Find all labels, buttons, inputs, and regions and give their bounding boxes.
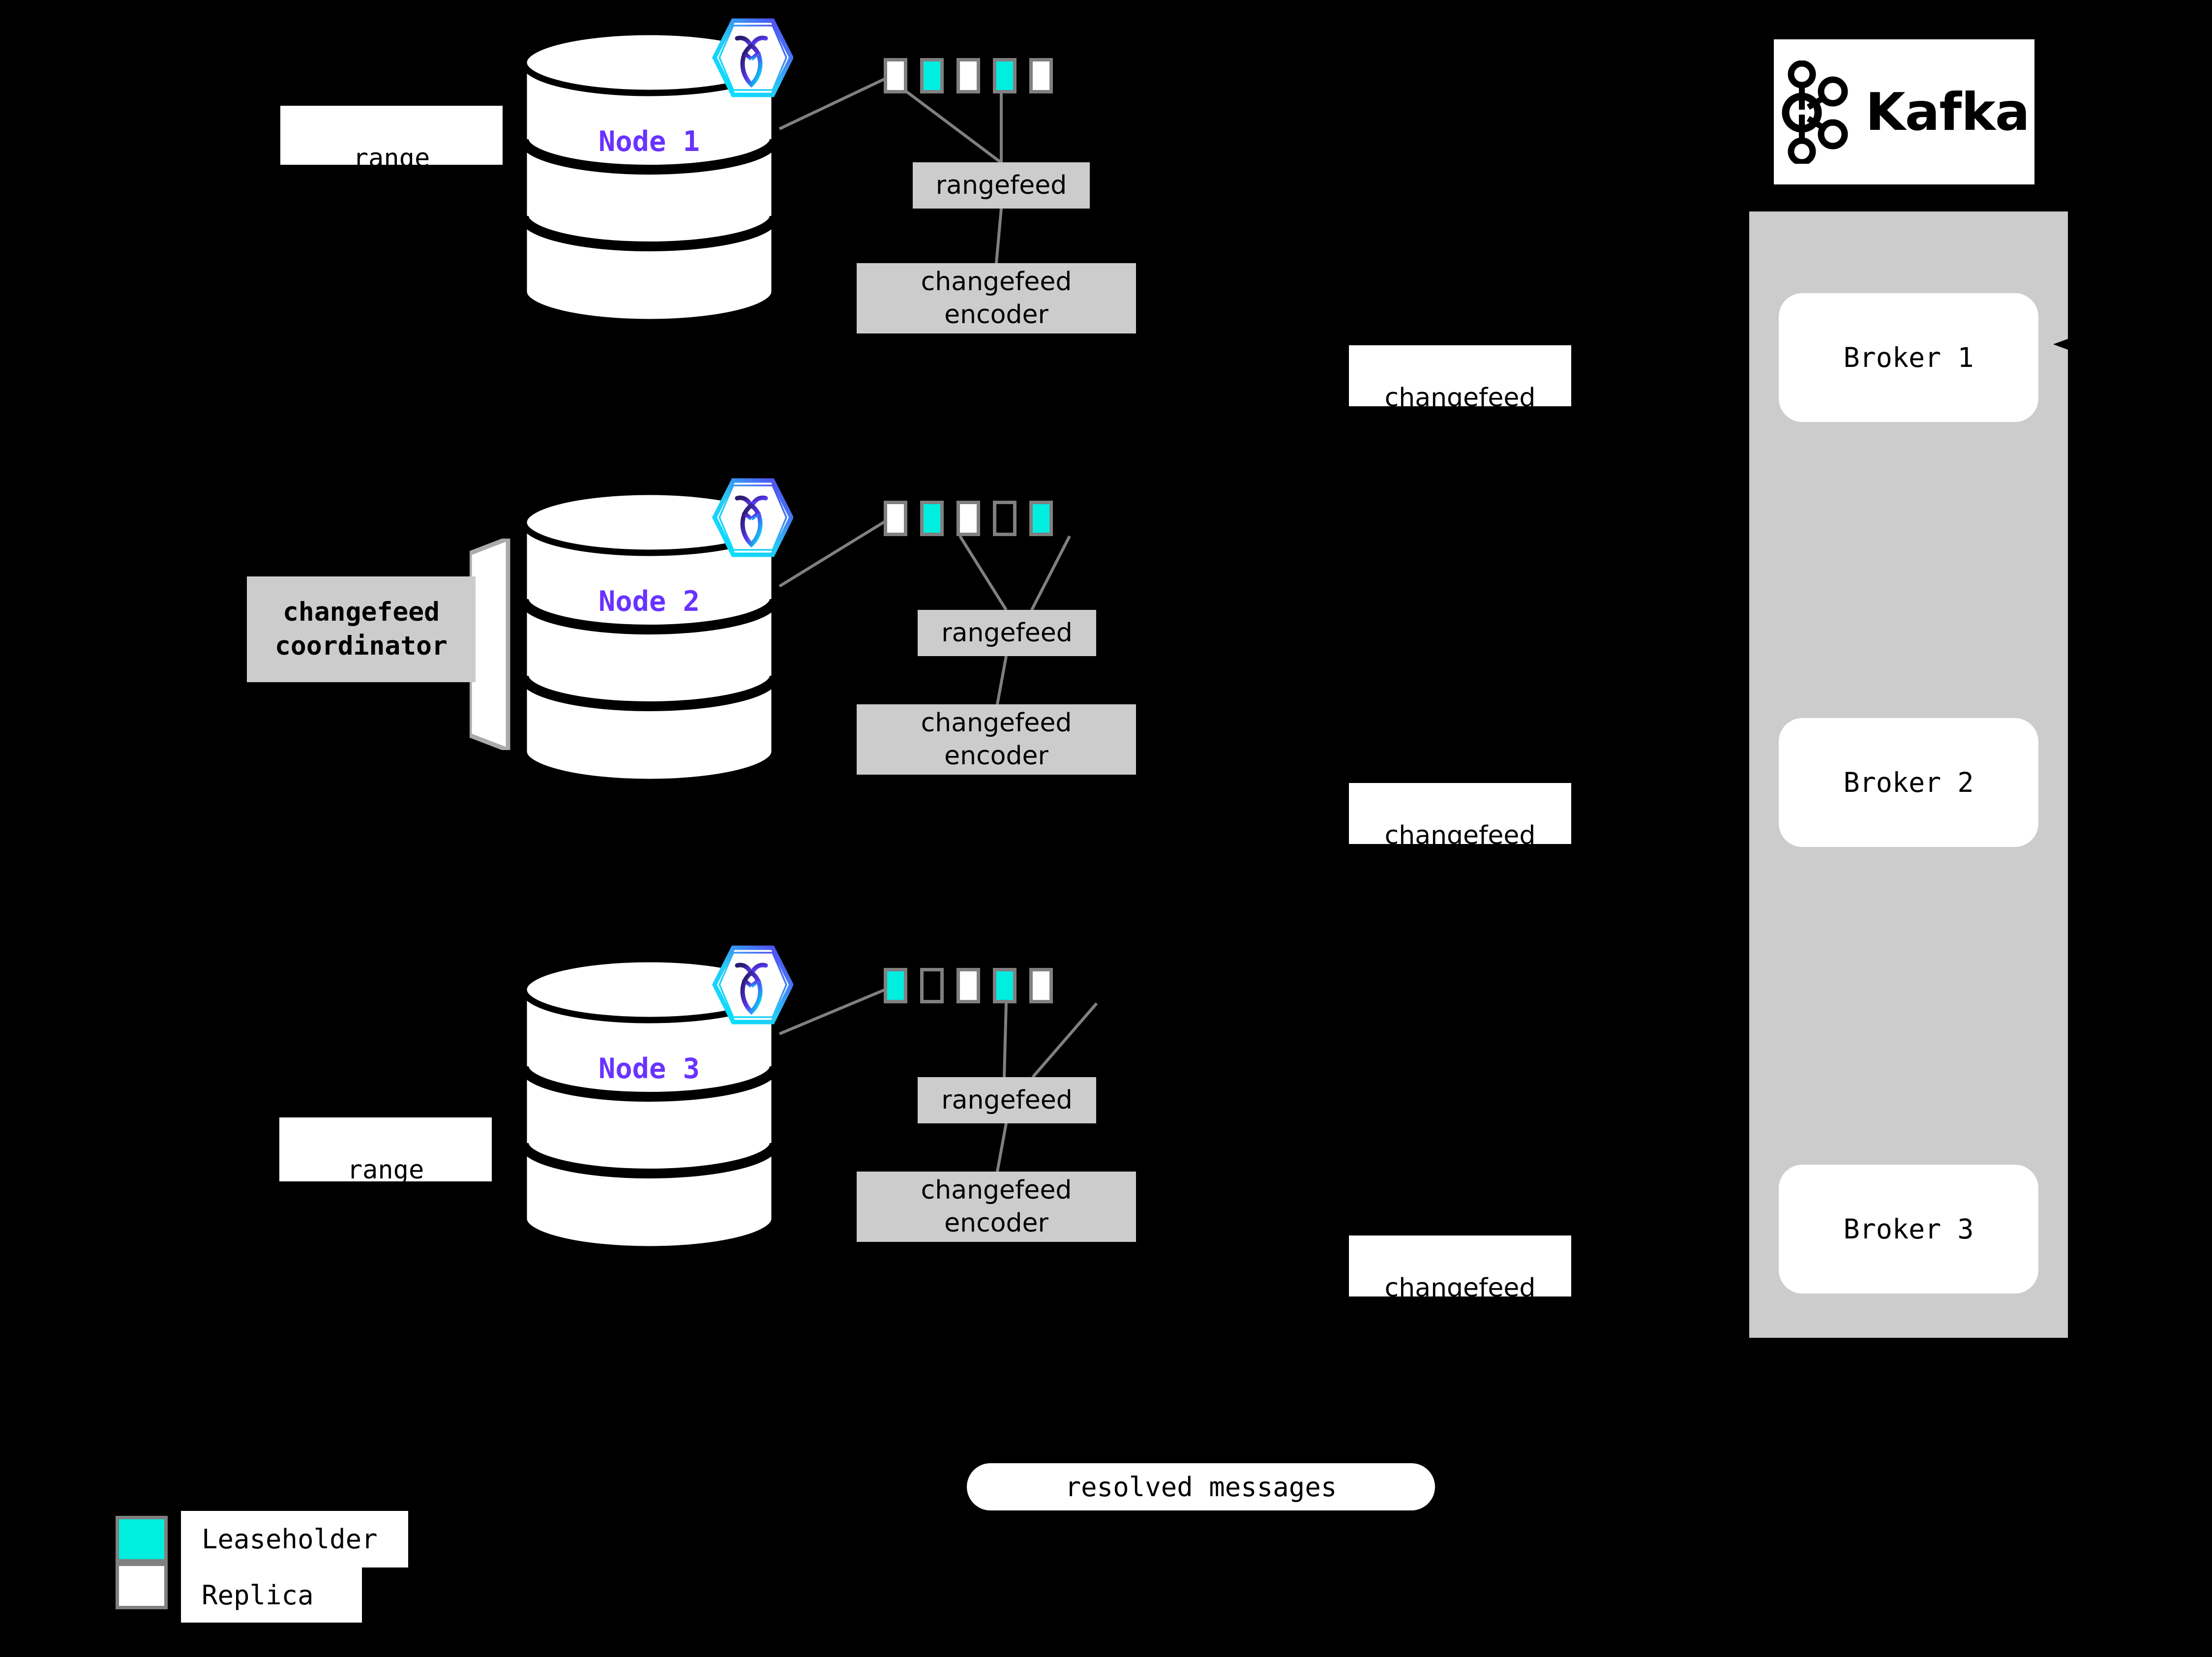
range-box-replica xyxy=(1029,968,1053,1003)
node3-range-checkpoints-label: range checkpoints xyxy=(279,1117,492,1181)
cockroachdb-hex-logo xyxy=(710,15,793,101)
range-box-leaseholder xyxy=(993,58,1016,93)
node2-changefeed-encoder-box: changefeed encoder xyxy=(857,704,1136,775)
range-box-replica xyxy=(1029,58,1053,93)
node3-changefeed-encoder-box: changefeed encoder xyxy=(857,1172,1136,1242)
node2-range-row xyxy=(884,501,1053,536)
legend-swatch-leaseholder xyxy=(116,1516,168,1563)
node2-changefeed-messages-label: changefeed messages xyxy=(1349,783,1571,844)
node3-database-cylinder: Node 3 xyxy=(519,954,779,1254)
resolved-messages-pill: resolved messages xyxy=(967,1463,1435,1510)
legend-swatch-replica xyxy=(116,1563,168,1609)
node2-database-cylinder: Node 2 xyxy=(519,487,779,787)
node3-range-row xyxy=(884,968,1053,1003)
range-box-leaseholder xyxy=(920,501,944,536)
node2-rangefeed-box: rangefeed xyxy=(918,610,1096,656)
range-box-empty xyxy=(920,968,944,1003)
node1-database-cylinder: Node 1 xyxy=(519,27,779,327)
broker-2[interactable]: Broker 2 xyxy=(1779,718,2038,847)
kafka-logo-card: Kafka xyxy=(1774,39,2034,184)
range-box-replica xyxy=(957,58,980,93)
range-box-replica xyxy=(884,58,907,93)
node1-rangefeed-box: rangefeed xyxy=(913,162,1090,209)
cockroachdb-hex-logo xyxy=(710,475,793,561)
node3-label: Node 3 xyxy=(598,1053,700,1085)
range-box-leaseholder xyxy=(993,968,1016,1003)
node1-changefeed-encoder-box: changefeed encoder xyxy=(857,263,1136,333)
node1-range-row xyxy=(884,58,1053,93)
legend-label-leaseholder: Leaseholder xyxy=(181,1511,408,1567)
node1-changefeed-messages-label: changefeed messages xyxy=(1349,345,1571,406)
range-box-leaseholder xyxy=(1029,501,1053,536)
kafka-logo xyxy=(1782,60,1848,164)
broker-3[interactable]: Broker 3 xyxy=(1779,1165,2038,1294)
range-box-leaseholder xyxy=(884,968,907,1003)
node3-changefeed-messages-label: changefeed messages xyxy=(1349,1235,1571,1296)
range-box-empty xyxy=(993,501,1016,536)
node3-rangefeed-box: rangefeed xyxy=(918,1077,1096,1123)
coordinator-pointer-shape xyxy=(470,539,510,750)
node1-label: Node 1 xyxy=(598,125,700,158)
changefeed-coordinator-box: changefeed coordinator xyxy=(247,576,476,682)
range-box-replica xyxy=(957,968,980,1003)
kafka-brand-name: Kafka xyxy=(1865,82,2030,142)
node2-label: Node 2 xyxy=(598,585,700,618)
range-box-replica xyxy=(884,501,907,536)
broker-1[interactable]: Broker 1 xyxy=(1779,293,2038,422)
cockroachdb-hex-logo xyxy=(710,942,793,1028)
range-box-replica xyxy=(957,501,980,536)
incoming-arrow-icon xyxy=(2053,333,2083,355)
range-box-leaseholder xyxy=(920,58,944,93)
legend-label-replica: Replica xyxy=(181,1567,362,1623)
node1-range-checkpoints-label: range checkpoints xyxy=(280,106,503,165)
